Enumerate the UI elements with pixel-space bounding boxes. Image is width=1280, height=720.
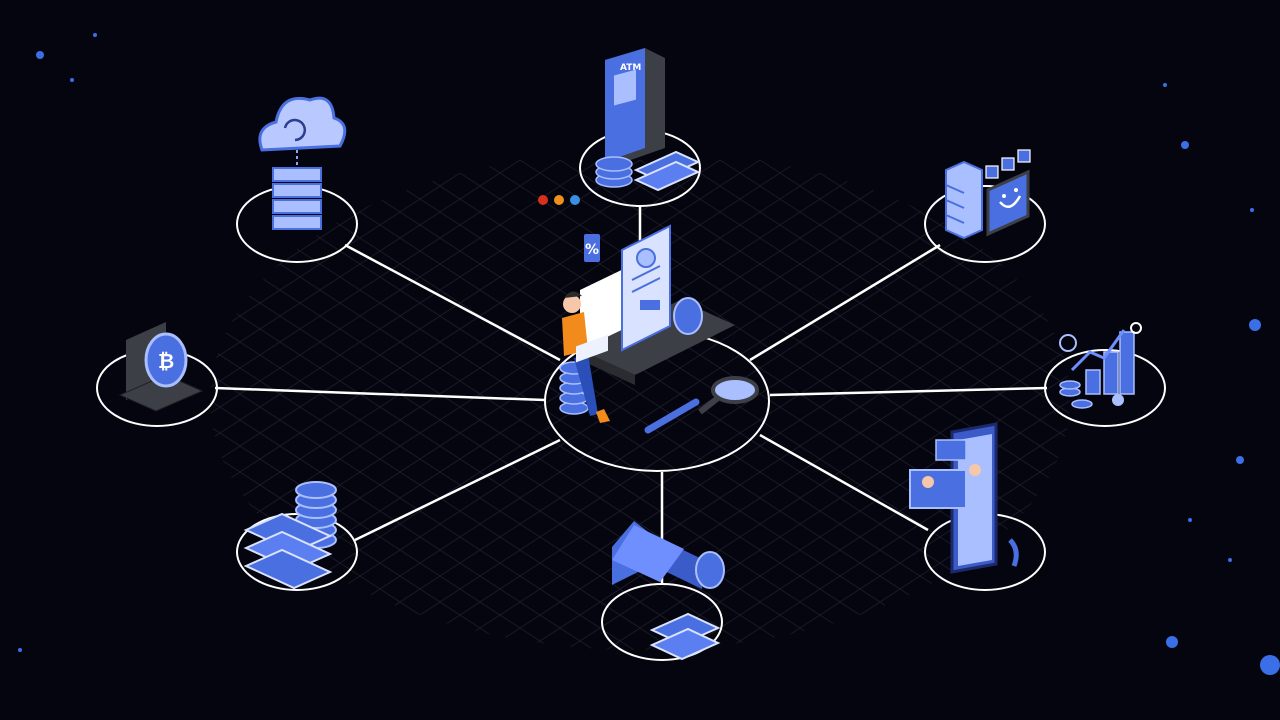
star <box>70 78 74 82</box>
video-call-phone-icon <box>909 422 1019 574</box>
growth-chart-icon <box>1059 322 1142 409</box>
percent-badge: % <box>585 242 599 258</box>
star <box>1260 655 1280 675</box>
star <box>1188 518 1192 522</box>
server-monitor-node <box>924 185 1046 263</box>
atm-machine-icon: ATM <box>595 48 701 192</box>
star <box>1228 558 1232 562</box>
star <box>1181 141 1189 149</box>
svg-text:₿: ₿ <box>158 349 174 373</box>
star <box>93 33 97 37</box>
bitcoin-laptop-icon: ₿ <box>118 322 204 412</box>
server-monitor-icon <box>945 149 1031 240</box>
house-node <box>601 583 723 661</box>
atm-label: ATM <box>620 63 641 73</box>
grid-floor <box>210 159 1070 650</box>
cloud-sync-icon <box>258 96 347 230</box>
star <box>1236 456 1244 464</box>
star <box>36 51 44 59</box>
analytics-node <box>1044 349 1166 427</box>
star <box>1250 208 1254 212</box>
person-laptop-icon: % <box>559 224 759 434</box>
window-dots <box>538 195 580 205</box>
money-stack-icon <box>243 481 337 590</box>
star <box>1166 636 1178 648</box>
star-field <box>18 33 1280 675</box>
connector-lines <box>214 205 1048 585</box>
house-icon <box>612 521 725 661</box>
star <box>1163 83 1167 87</box>
star <box>18 648 22 652</box>
star <box>1249 319 1261 331</box>
